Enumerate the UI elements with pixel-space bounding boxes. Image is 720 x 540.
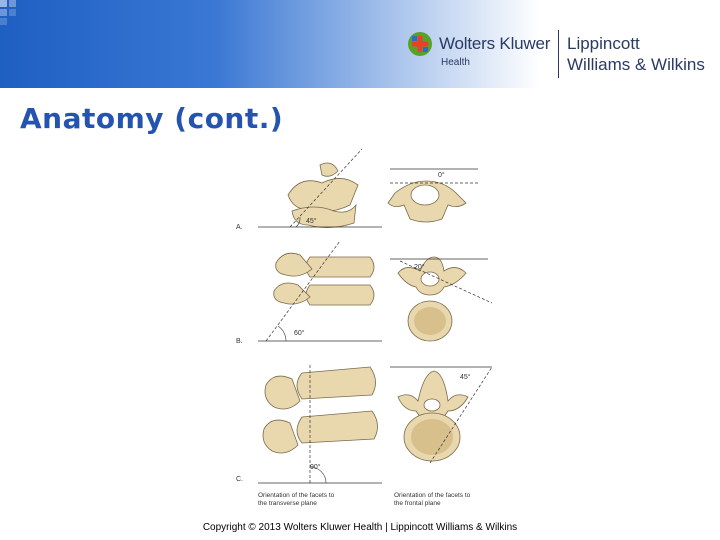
panel-c-angle-arc (309, 466, 327, 484)
publisher-logo: Wolters Kluwer Health Lippincott William… (405, 28, 720, 82)
angle-label-b-left: 60° (294, 329, 305, 337)
panel-b-angle-arc (277, 325, 287, 342)
caption-right-line1: Orientation of the facets to (394, 492, 471, 499)
caption-left-line2: the transverse plane (258, 500, 317, 507)
brand-name: Wolters Kluwer (439, 34, 551, 53)
slide-title: Anatomy (cont.) (20, 102, 284, 135)
thoracic-vertebrae-lateral (273, 252, 375, 306)
lumbar-vertebrae-lateral (262, 366, 378, 454)
angle-label-c-left: 90° (310, 463, 321, 471)
panel-a-angle-arc (295, 216, 301, 228)
lumbar-vertebra-axial (397, 370, 469, 462)
panel-b-right-angle-line (399, 260, 493, 304)
thoracic-vertebra-axial (397, 256, 467, 342)
angle-label-a-left: 45° (306, 217, 317, 225)
panel-label-c: C. (236, 476, 243, 483)
copyright-footer: Copyright © 2013 Wolters Kluwer Health |… (202, 522, 518, 533)
caption-left-line1: Orientation of the facets to (258, 492, 335, 499)
vertebra-facet-figure: A. B. C. 45° 60° 90° 0° 20° 45° Orientat… (236, 148, 493, 507)
panel-label-a: A. (236, 224, 243, 231)
logo-divider (558, 30, 559, 78)
cervical-vertebrae-lateral (287, 162, 359, 228)
panel-label-b: B. (236, 338, 243, 345)
angle-label-b-right: 20° (414, 263, 425, 271)
caption-right-line2: the frontal plane (394, 500, 441, 507)
panel-c-right-angle-line (429, 366, 493, 464)
angle-label-a-right: 0° (438, 171, 445, 179)
cervical-vertebra-axial (387, 180, 467, 223)
header-banner: Wolters Kluwer Health Lippincott William… (0, 0, 720, 88)
partner-name-line2: Williams & Wilkins (567, 55, 705, 74)
angle-label-c-right: 45° (460, 373, 471, 381)
wolters-kluwer-logo-icon (408, 32, 432, 56)
decorative-squares (0, 0, 16, 25)
partner-name-line1: Lippincott (567, 34, 640, 53)
panel-b-angle-line (265, 240, 341, 342)
panel-a-angle-line (289, 148, 363, 228)
brand-subtitle: Health (441, 57, 470, 68)
